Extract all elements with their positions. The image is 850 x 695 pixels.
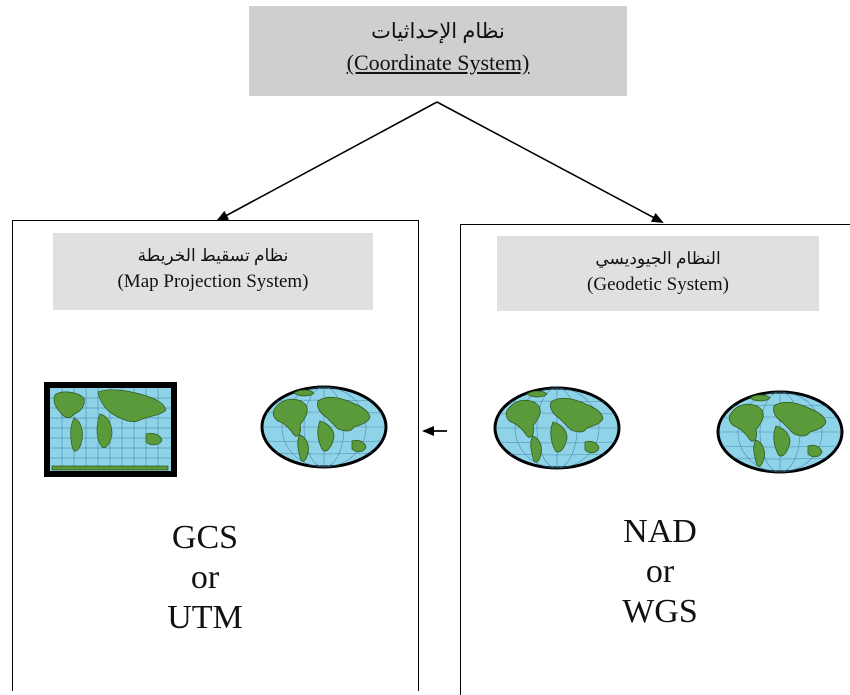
geodetic-label-wgs: WGS xyxy=(622,593,698,630)
geodetic-header: النظام الجيوديسي (Geodetic System) xyxy=(497,236,819,311)
arrow-to-geodetic xyxy=(436,101,664,223)
coordinate-system-arabic: نظام الإحداثيات xyxy=(371,19,505,43)
globe-icon xyxy=(495,388,619,468)
globe-icon xyxy=(262,387,386,467)
globe-icon xyxy=(718,392,842,472)
map-projection-english: (Map Projection System) xyxy=(117,271,309,292)
map-projection-arabic: نظام تسقيط الخريطة xyxy=(137,246,289,265)
flat-world-map-icon xyxy=(44,382,177,477)
projection-label-utm: UTM xyxy=(167,599,243,636)
geodetic-label-group: NAD or WGS xyxy=(585,512,735,632)
projection-label-gcs: GCS xyxy=(171,519,239,556)
projection-label-or: or xyxy=(190,559,220,596)
geodetic-english: (Geodetic System) xyxy=(587,274,729,295)
arrow-to-map-projection xyxy=(216,101,438,221)
projection-label-group: GCS or UTM xyxy=(130,518,280,638)
geodetic-label-or: or xyxy=(645,553,675,590)
geodetic-label-nad: NAD xyxy=(623,513,697,550)
coordinate-system-english: (Coordinate System) xyxy=(346,50,530,75)
map-projection-header: نظام تسقيط الخريطة (Map Projection Syste… xyxy=(53,233,373,310)
geodetic-arabic: النظام الجيوديسي xyxy=(595,249,721,268)
coordinate-system-box: نظام الإحداثيات (Coordinate System) xyxy=(249,6,627,96)
